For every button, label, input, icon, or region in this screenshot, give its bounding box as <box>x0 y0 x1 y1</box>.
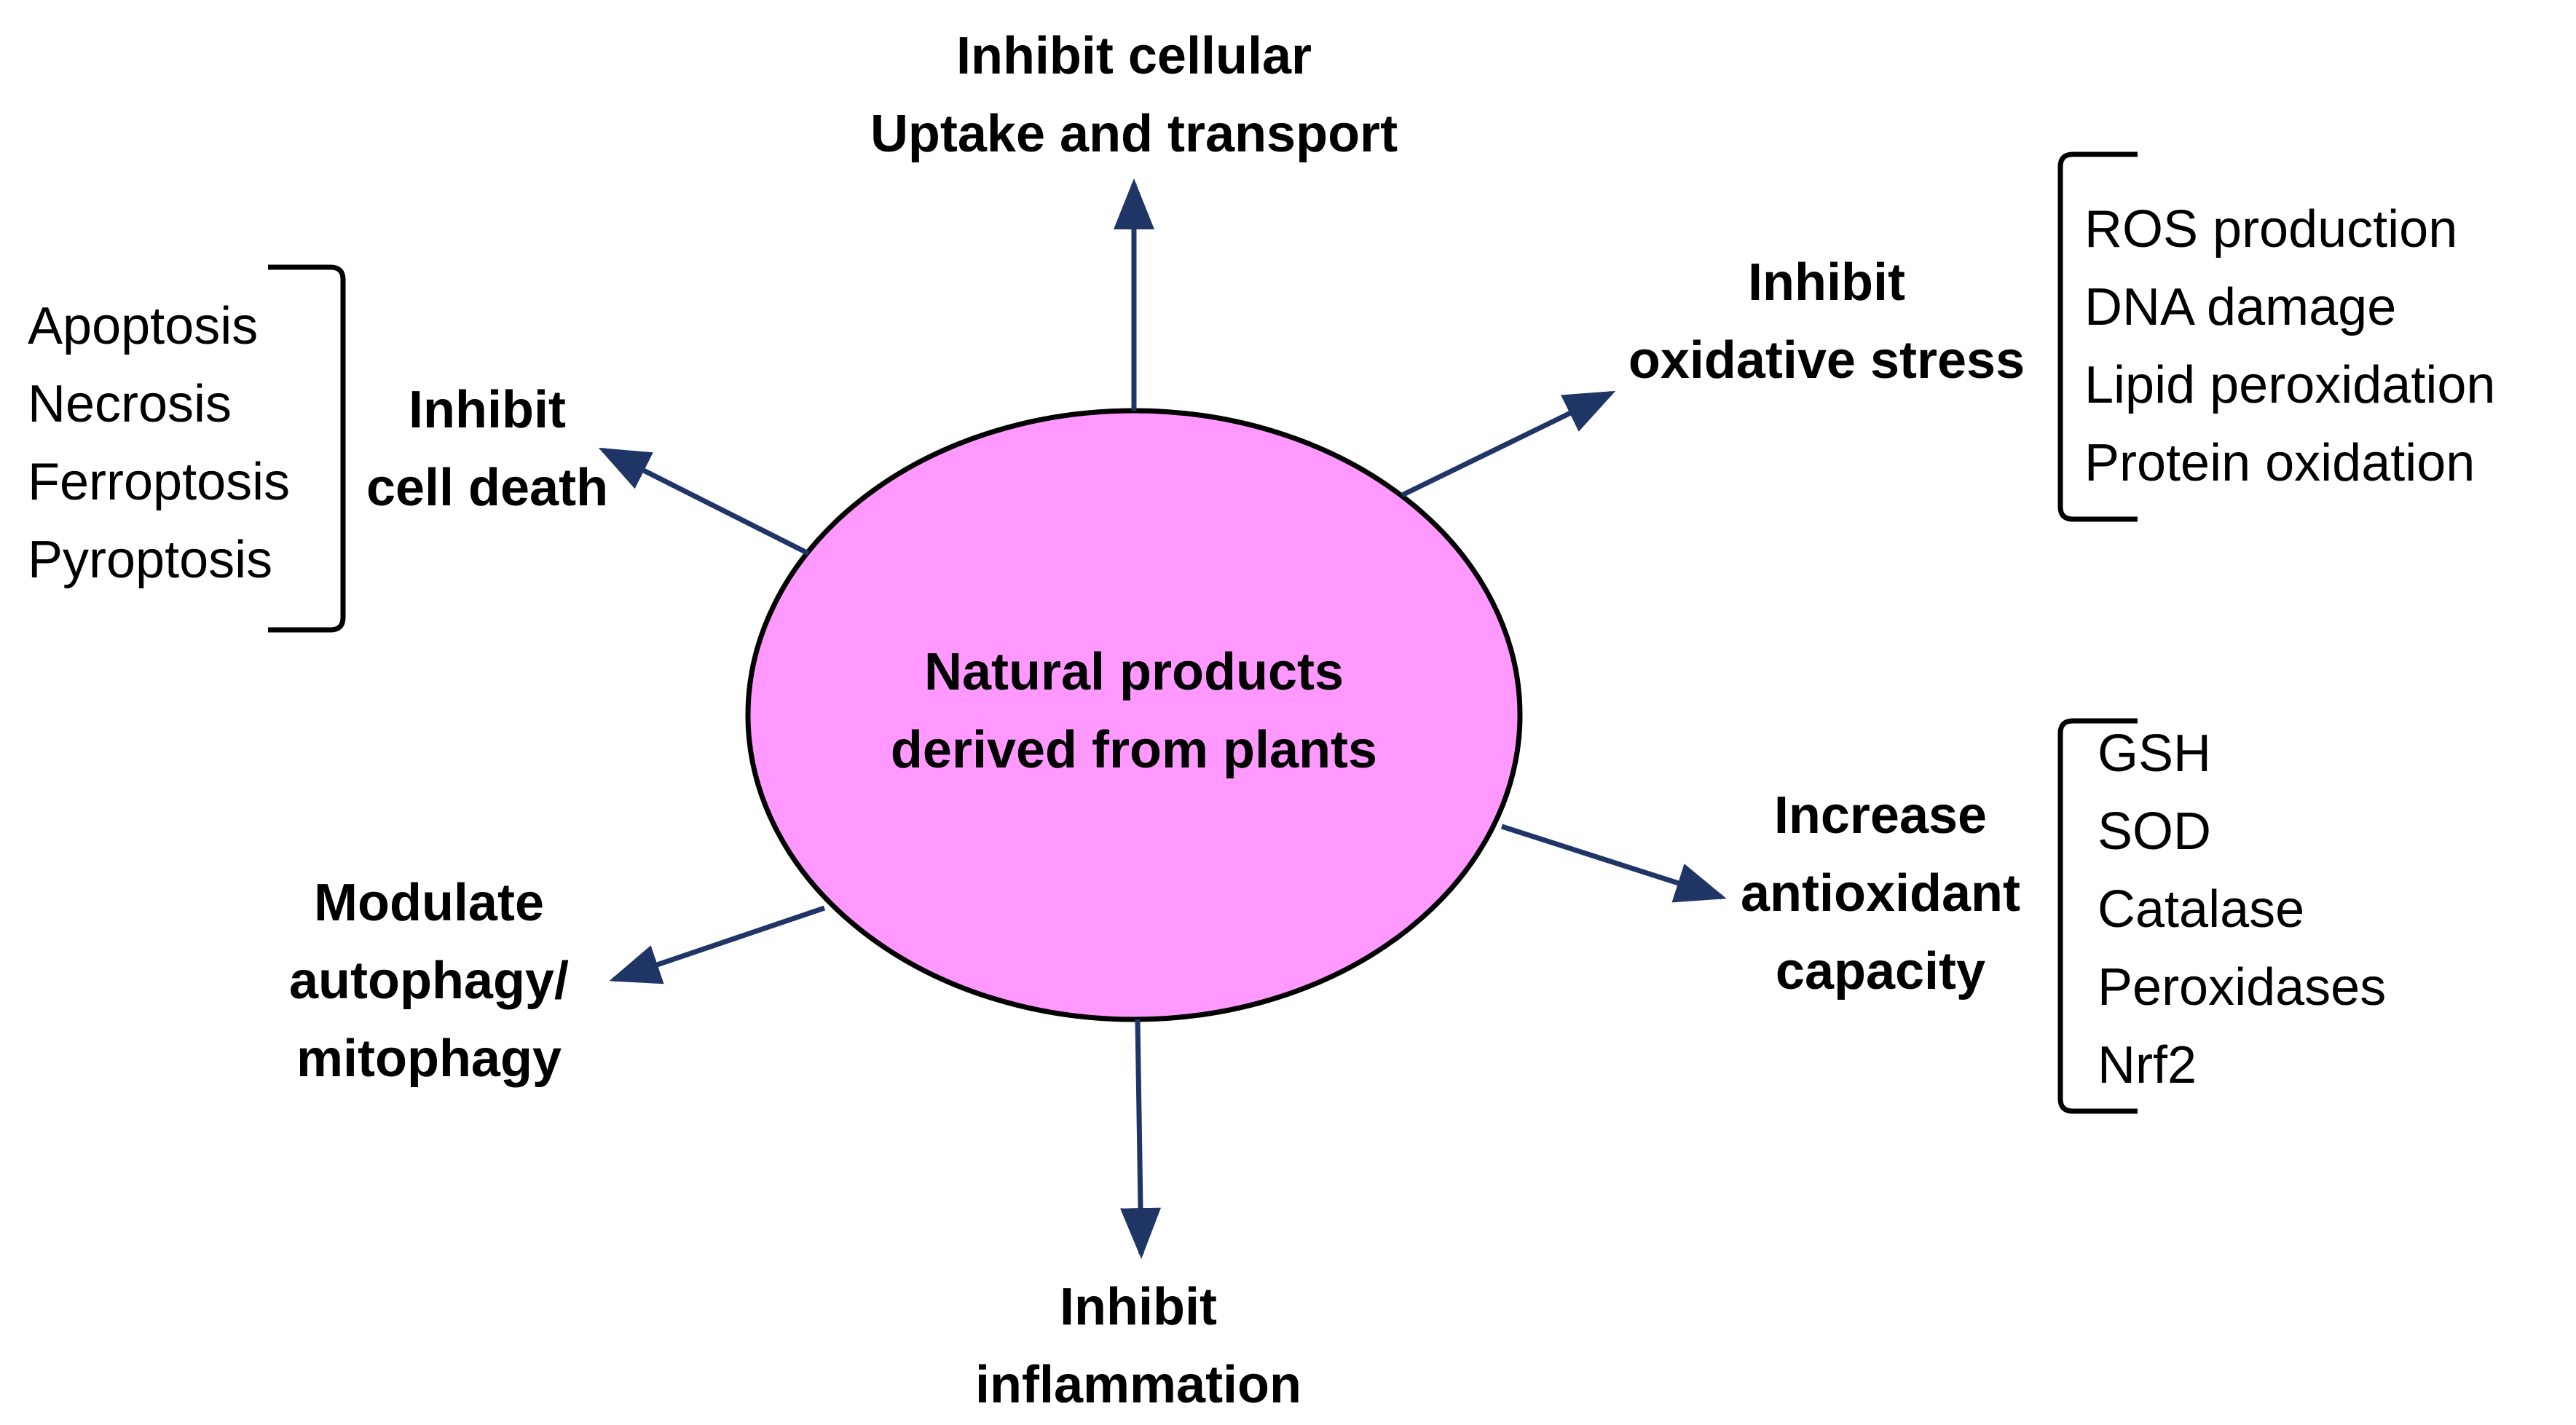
bracket-cell-death <box>268 264 346 633</box>
uptake-label-line1: Inhibit cellular <box>956 27 1312 85</box>
oxidative-list-item: Lipid peroxidation <box>2084 356 2496 414</box>
arrow-autophagy <box>609 905 826 984</box>
antioxidant-list-item: Nrf2 <box>2098 1036 2197 1094</box>
center-label-line1: Natural products <box>923 643 1344 701</box>
oxidative-list-item: DNA damage <box>2084 278 2397 336</box>
cell-death-list: Apoptosis Necrosis Ferroptosis Pyroptosi… <box>28 288 290 599</box>
antioxidant-list: GSH SOD Catalase Peroxidases Nrf2 <box>2098 715 2386 1105</box>
antioxidant-label-line2: antioxidant <box>1740 864 2021 923</box>
oxidative-label-line2: oxidative stress <box>1628 331 2025 390</box>
cell-death-label: Inhibit cell death <box>366 371 608 527</box>
antioxidant-label: Increase antioxidant capacity <box>1741 777 2020 1011</box>
oxidative-label: Inhibit oxidative stress <box>1628 244 2025 400</box>
bracket-oxidative <box>2057 151 2138 522</box>
uptake-label-line2: Uptake and transport <box>870 105 1398 163</box>
oxidative-label-line1: Inhibit <box>1748 253 1905 312</box>
bracket-antioxidant <box>2057 718 2138 1114</box>
cell-death-list-item: Apoptosis <box>28 297 259 355</box>
arrow-inflammation <box>1120 1019 1162 1259</box>
autophagy-label: Modulate autophagy/ mitophagy <box>289 864 569 1098</box>
autophagy-label-line1: Modulate <box>314 874 544 932</box>
oxidative-list-item: ROS production <box>2084 200 2458 258</box>
inflammation-label-line2: inflammation <box>974 1356 1302 1414</box>
cell-death-list-item: Necrosis <box>28 375 232 433</box>
cell-death-label-line1: Inhibit <box>409 381 566 439</box>
arrow-antioxidant <box>1500 824 1727 903</box>
antioxidant-list-item: GSH <box>2098 725 2212 783</box>
antioxidant-list-item: Catalase <box>2098 880 2305 939</box>
cell-death-label-line2: cell death <box>366 459 609 517</box>
arrow-oxidative <box>1401 390 1616 498</box>
antioxidant-list-item: Peroxidases <box>2098 958 2387 1017</box>
inflammation-label-line1: Inhibit <box>1060 1278 1217 1336</box>
cell-death-list-item: Ferroptosis <box>28 453 291 511</box>
autophagy-label-line3: mitophagy <box>296 1030 562 1088</box>
antioxidant-list-item: SOD <box>2098 802 2212 861</box>
antioxidant-label-line1: Increase <box>1773 786 1988 845</box>
cell-death-list-item: Pyroptosis <box>28 531 273 589</box>
uptake-label: Inhibit cellular Uptake and transport <box>870 17 1398 173</box>
arrow-cell-death <box>598 447 810 556</box>
autophagy-label-line2: autophagy/ <box>288 952 570 1010</box>
oxidative-list-item: Protein oxidation <box>2084 434 2475 492</box>
brackets <box>268 151 2138 1114</box>
center-label-line2: derived from plants <box>890 721 1378 779</box>
antioxidant-label-line3: capacity <box>1775 942 1986 1000</box>
arrows <box>598 178 1727 1259</box>
inflammation-label: Inhibit inflammation <box>975 1268 1301 1424</box>
oxidative-list: ROS production DNA damage Lipid peroxida… <box>2084 191 2495 502</box>
center-label: Natural products derived from plants <box>891 633 1377 789</box>
